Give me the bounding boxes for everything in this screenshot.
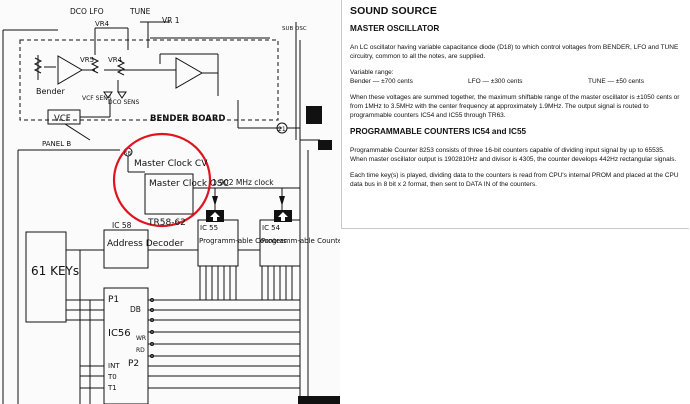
label-bender-board: BENDER BOARD [150,114,225,124]
label-db: DB [130,305,141,314]
variable-range-block: Variable range: Bender — ±700 cents LFO … [350,68,681,86]
label-sub-osc: SUB OSC [282,26,307,32]
label-prog-counters-1: Programm-able Counters [199,237,287,245]
label-vcf: VCF [54,114,71,124]
highlight-circle [112,132,212,228]
label-ic54: IC 54 [262,224,281,232]
range-row: Bender — ±700 cents LFO — ±300 cents TUN… [350,77,681,86]
article-panel: SOUND SOURCE MASTER OSCILLATOR An LC osc… [341,0,689,229]
paragraph-summed: When these voltages are summed together,… [350,94,680,119]
label-master-clock-cv: Master Clock CV [134,159,208,169]
section-programmable-counters: PROGRAMMABLE COUNTERS IC54 and IC55 [350,127,527,136]
label-conn-21: 21 [278,126,286,133]
paragraph-key-played: Each time key(s) is played, dividing dat… [350,172,679,188]
label-vcf-sens: VCF SENS [82,95,112,102]
label-freq: 1.902 MHz clock [212,178,274,187]
label-wr: WR [136,335,146,342]
label-rd: RD [136,347,145,354]
label-ic56: IC56 [108,328,131,339]
label-keys: 61 KEYs [31,264,79,278]
label-panel-b: PANEL B [42,140,71,148]
label-tune: TUNE [129,7,151,16]
paragraph-counter-8253: Programmable Counter 8253 consists of th… [350,147,677,163]
paragraph-oscillator: An LC oscillator having variable capacit… [350,44,679,60]
label-vr5: VR5 [80,56,94,64]
label-address-decoder: Address Decoder [107,239,184,249]
variable-range-label: Variable range: [350,69,394,76]
label-p1: P1 [108,295,119,305]
label-bender: Bender [36,87,65,96]
label-t1: T1 [107,384,117,392]
label-conn-58: 58 [124,151,131,157]
label-t0: T0 [107,373,117,381]
label-p2: P2 [128,359,139,369]
label-vr4: VR4 [108,56,123,64]
label-tr58: TR58-62 [147,218,186,228]
range-bender: Bender — ±700 cents [350,78,413,85]
label-dco-sens: DCO SENS [108,99,140,106]
label-prog-counters-2: Programm-able Counters [261,237,340,245]
article-title: SOUND SOURCE [350,5,437,17]
range-lfo: LFO — ±300 cents [468,78,523,85]
label-int: INT [108,362,120,370]
label-vr4-top: VR4 [95,20,110,28]
label-ic55: IC 55 [200,224,218,232]
schematic-diagram: DCO LFO VR4 TUNE VR 1 SUB OSC VR5 VR4 Be… [0,0,340,404]
label-vr1: VR 1 [162,16,180,25]
label-dco-lfo: DCO LFO [70,7,104,16]
section-master-oscillator: MASTER OSCILLATOR [350,24,440,33]
label-master-clock-osc: Master Clock OSC [149,179,229,189]
range-tune: TUNE — ±50 cents [588,78,644,85]
label-ic58: IC 58 [112,221,132,230]
